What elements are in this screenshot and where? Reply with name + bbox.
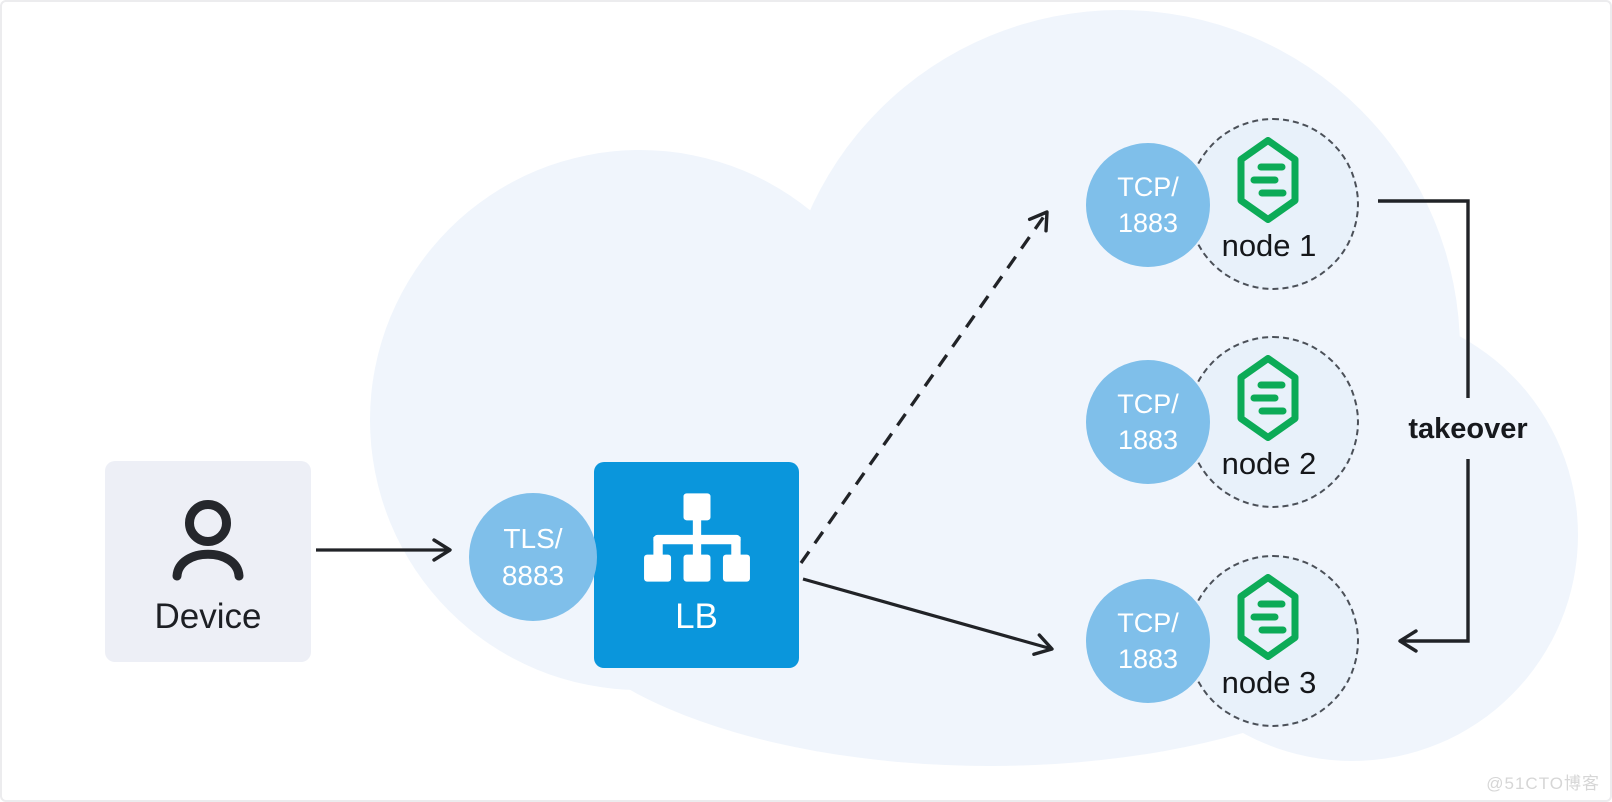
device-label: Device xyxy=(154,596,262,636)
node-2-label: node 2 xyxy=(1221,446,1317,481)
node-2-port-badge: TCP/ 1883 xyxy=(1086,360,1210,484)
device-card: Device xyxy=(105,461,311,662)
node-1-port-number: 1883 xyxy=(1117,208,1179,238)
node-3-port-number: 1883 xyxy=(1117,644,1179,674)
node-1-port-badge: TCP/ 1883 xyxy=(1086,143,1210,267)
load-balancer-label: LB xyxy=(675,597,718,636)
tls-port-protocol: TLS/ xyxy=(503,523,563,554)
emqx-hexagon-icon xyxy=(1237,574,1299,660)
node-2-port-protocol: TCP/ xyxy=(1117,389,1179,419)
load-balancer-card: LB xyxy=(594,462,799,668)
node-3-port-badge: TCP/ 1883 xyxy=(1086,579,1210,703)
node-1-circle: node 1 xyxy=(1187,118,1359,290)
tls-port-number: 8883 xyxy=(501,560,565,591)
node-2-port-number: 1883 xyxy=(1117,425,1179,455)
emqx-hexagon-icon xyxy=(1237,355,1299,441)
takeover-label: takeover xyxy=(1408,413,1528,445)
user-icon xyxy=(172,499,244,580)
node-1-port-protocol: TCP/ xyxy=(1117,172,1179,202)
tls-port-badge: TLS/ 8883 xyxy=(469,493,597,621)
emqx-hexagon-icon xyxy=(1237,137,1299,223)
load-balancer-icon xyxy=(643,493,750,582)
node-3-circle: node 3 xyxy=(1187,555,1359,727)
node-1-label: node 1 xyxy=(1221,228,1317,263)
node-3-label: node 3 xyxy=(1221,665,1317,700)
node-3-port-protocol: TCP/ xyxy=(1117,608,1179,638)
node-2-circle: node 2 xyxy=(1187,336,1359,508)
watermark: @51CTO博客 xyxy=(1486,774,1600,793)
